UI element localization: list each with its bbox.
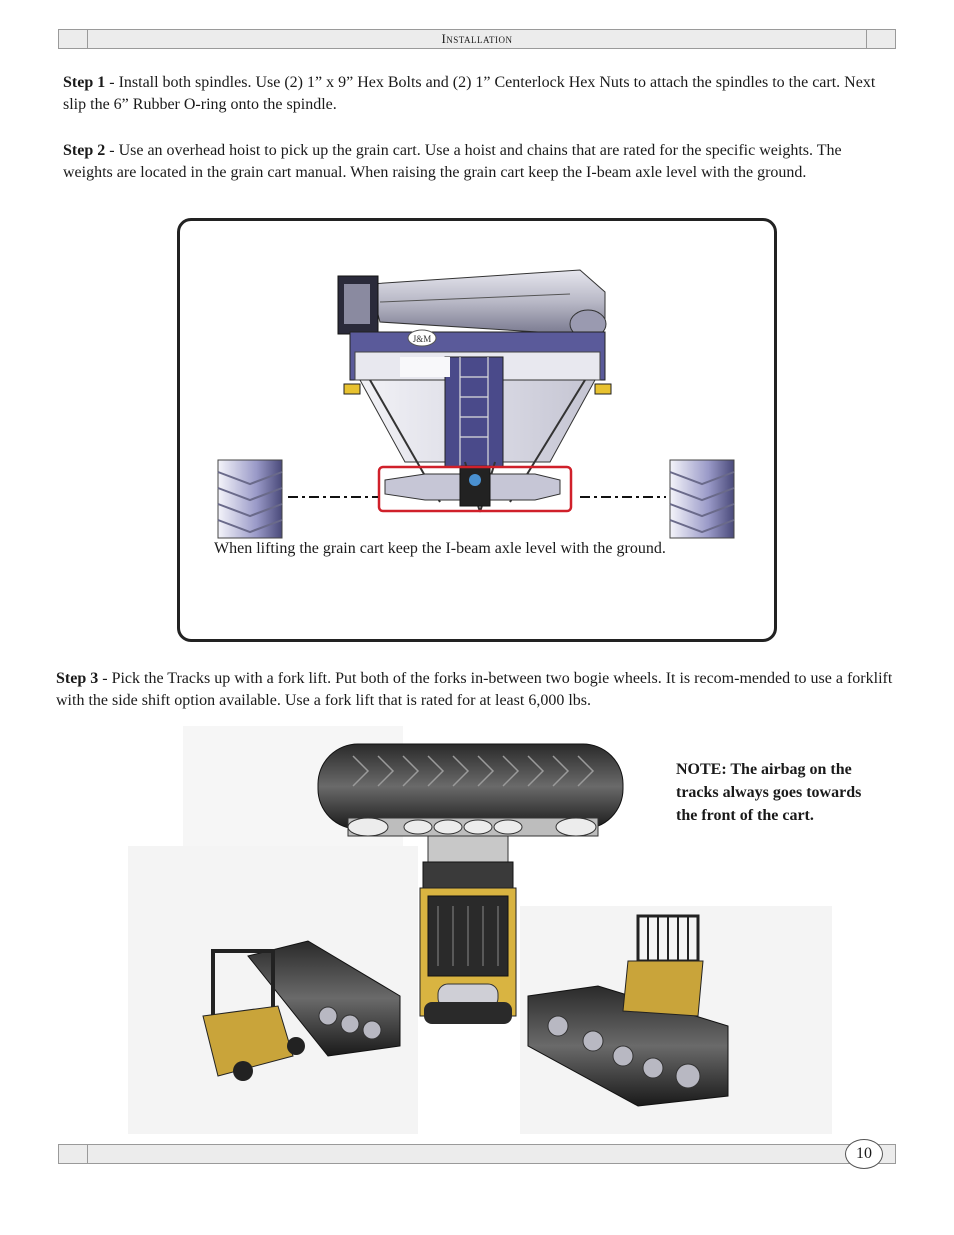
step-2-text: - Use an overhead hoist to pick up the g… [63, 142, 842, 181]
top-track [317, 743, 624, 837]
step-1-paragraph: Step 1 - Install both spindles. Use (2) … [63, 72, 893, 116]
grain-cart-illustration: J&M [217, 269, 735, 539]
right-tire [669, 459, 735, 539]
step-3-paragraph: Step 3 - Pick the Tracks up with a fork … [56, 668, 896, 712]
step-3-label: Step 3 [56, 670, 99, 687]
step-3-text: - Pick the Tracks up with a fork lift. P… [56, 670, 893, 709]
header-bar-left-cap [59, 30, 88, 48]
auger-tube [337, 269, 607, 339]
cart-logo: J&M [413, 334, 432, 344]
i-beam-axle [384, 465, 561, 507]
footer-bar [58, 1144, 896, 1164]
left-forklift [202, 940, 401, 1081]
header-bar: Installation [58, 29, 896, 49]
step-1-text: - Install both spindles. Use (2) 1” x 9”… [63, 74, 876, 113]
grain-cart-figure-frame [177, 218, 777, 642]
airbag-note: NOTE: The airbag on the tracks always go… [676, 761, 862, 824]
step-1-label: Step 1 [63, 74, 106, 91]
right-forklift [527, 914, 729, 1107]
section-title: Installation [441, 31, 513, 46]
header-bar-right-cap [866, 30, 895, 48]
grain-cart-figure-caption: When lifting the grain cart keep the I-b… [214, 540, 666, 557]
step-2-paragraph: Step 2 - Use an overhead hoist to pick u… [63, 140, 893, 184]
step-2-label: Step 2 [63, 142, 106, 159]
page-number: 10 [845, 1139, 883, 1169]
axle-highlight-box [377, 465, 573, 513]
forklift-tracks-illustration [128, 726, 832, 1134]
cart-body: J&M [343, 329, 612, 513]
footer-bar-left-cap [59, 1145, 88, 1163]
left-tire [217, 459, 283, 539]
center-forklift [419, 835, 517, 1024]
